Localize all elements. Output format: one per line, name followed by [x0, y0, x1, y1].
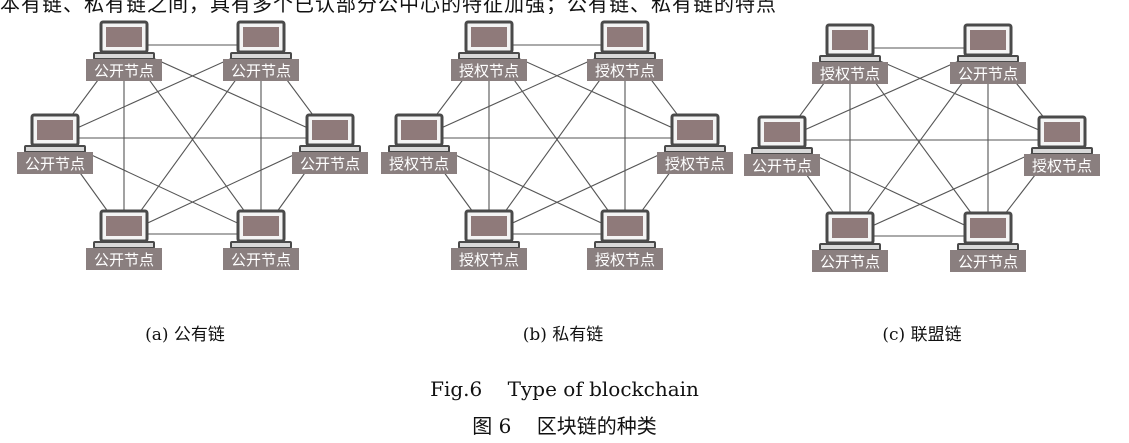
laptop-icon [230, 20, 292, 60]
top-text: 本有链、私有链之间，具有多个已认部分公中心的特征加强；公有链、私有链的特点 [0, 0, 777, 14]
node-label: 授权节点 [1024, 154, 1100, 176]
panel-c-caption: (c) 联盟链 [882, 320, 961, 345]
network-node: 公开节点 [950, 211, 1026, 272]
network-node: 授权节点 [812, 23, 888, 84]
network-node: 授权节点 [657, 113, 733, 174]
laptop-icon [594, 209, 656, 249]
node-label: 公开节点 [292, 152, 368, 174]
top-text-fragment: 本有链、私有链之间，具有多个已认部分公中心的特征加强；公有链、私有链的特点 [0, 0, 1129, 14]
network-edge [418, 44, 626, 139]
network-node: 公开节点 [86, 209, 162, 270]
node-label: 公开节点 [744, 154, 820, 176]
network-node: 授权节点 [381, 113, 457, 174]
node-label: 授权节点 [381, 152, 457, 174]
laptop-icon [664, 113, 726, 153]
panel-b-caption-text: 私有链 [552, 325, 604, 345]
laptop-icon [93, 209, 155, 249]
node-label: 公开节点 [86, 248, 162, 270]
panel-b-caption: (b) 私有链 [523, 320, 604, 345]
node-label: 授权节点 [451, 59, 527, 81]
panel-c-caption-text: 联盟链 [910, 325, 962, 345]
node-label: 公开节点 [223, 248, 299, 270]
node-label: 授权节点 [587, 248, 663, 270]
network-node: 公开节点 [86, 20, 162, 81]
node-label-text: 授权节点 [1032, 157, 1092, 175]
node-label-text: 公开节点 [231, 251, 291, 269]
node-label: 公开节点 [17, 152, 93, 174]
node-label-text: 公开节点 [300, 155, 360, 173]
laptop-icon [388, 113, 450, 153]
node-label-text: 授权节点 [595, 62, 655, 80]
node-label: 公开节点 [950, 250, 1026, 272]
network-node: 公开节点 [223, 20, 299, 81]
node-label: 公开节点 [86, 59, 162, 81]
node-label: 授权节点 [451, 248, 527, 270]
laptop-icon [819, 23, 881, 63]
node-label-text: 公开节点 [94, 251, 154, 269]
panel-c-caption-letter: (c) [882, 325, 906, 345]
laptop-icon [458, 209, 520, 249]
panel-a-caption-letter: (a) [145, 325, 169, 345]
node-label-text: 授权节点 [665, 155, 725, 173]
figure-caption-cn: 图 6 区块链的种类 [472, 414, 657, 438]
network-node: 授权节点 [1024, 115, 1100, 176]
figure-caption-en: Fig.6 Type of blockchain [430, 377, 699, 401]
network-node: 公开节点 [744, 115, 820, 176]
network-node: 公开节点 [812, 211, 888, 272]
node-label: 公开节点 [950, 62, 1026, 84]
panel-a-caption: (a) 公有链 [145, 320, 225, 345]
laptop-icon [1031, 115, 1093, 155]
node-label-text: 授权节点 [459, 62, 519, 80]
node-label-text: 公开节点 [820, 253, 880, 271]
node-label: 公开节点 [223, 59, 299, 81]
node-label-text: 公开节点 [958, 65, 1018, 83]
network-node: 公开节点 [223, 209, 299, 270]
node-label: 授权节点 [657, 152, 733, 174]
laptop-icon [93, 20, 155, 60]
panel-b-caption-letter: (b) [522, 325, 547, 345]
laptop-icon [230, 209, 292, 249]
panel-b-network: 授权节点授权节点授权节点授权节点授权节点授权节点 [381, 20, 733, 270]
node-label-text: 授权节点 [595, 251, 655, 269]
panel-a-network: 公开节点公开节点公开节点公开节点公开节点公开节点 [17, 20, 368, 270]
node-label-text: 公开节点 [25, 155, 85, 173]
panel-c-network: 授权节点公开节点公开节点授权节点公开节点公开节点 [744, 23, 1100, 272]
panel-a-caption-text: 公有链 [173, 325, 225, 345]
network-node: 授权节点 [451, 209, 527, 270]
network-node: 授权节点 [587, 20, 663, 81]
network-node: 授权节点 [587, 209, 663, 270]
laptop-icon [751, 115, 813, 155]
node-label-text: 公开节点 [231, 62, 291, 80]
network-node: 公开节点 [292, 113, 368, 174]
node-label-text: 公开节点 [94, 62, 154, 80]
laptop-icon [957, 211, 1019, 251]
node-label-text: 授权节点 [820, 65, 880, 83]
network-edge [54, 44, 262, 139]
node-label: 授权节点 [587, 59, 663, 81]
node-label-text: 授权节点 [389, 155, 449, 173]
node-label-text: 公开节点 [958, 253, 1018, 271]
node-label-text: 授权节点 [459, 251, 519, 269]
laptop-icon [24, 113, 86, 153]
network-node: 公开节点 [17, 113, 93, 174]
network-node: 授权节点 [451, 20, 527, 81]
laptop-icon [594, 20, 656, 60]
node-label: 公开节点 [812, 250, 888, 272]
laptop-icon [819, 211, 881, 251]
network-node: 公开节点 [950, 23, 1026, 84]
laptop-icon [957, 23, 1019, 63]
laptop-icon [299, 113, 361, 153]
node-label-text: 公开节点 [752, 157, 812, 175]
node-label: 授权节点 [812, 62, 888, 84]
laptop-icon [458, 20, 520, 60]
